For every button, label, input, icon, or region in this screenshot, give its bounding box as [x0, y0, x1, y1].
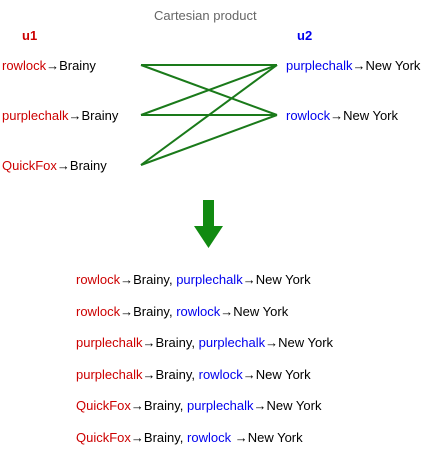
user-name: rowlock: [176, 304, 221, 319]
diagram-title: Cartesian product: [154, 8, 257, 23]
separator: ,: [191, 335, 199, 350]
arrow-glyph: →: [242, 367, 256, 382]
link-quickfox-to-rowlock: [140, 114, 278, 166]
result-row: purplechalk→Brainy, purplechalk→New York: [76, 335, 333, 351]
place-name: New York: [233, 304, 289, 319]
link-purplechalk-to-purplechalk: [140, 64, 278, 116]
place-name: Brainy: [81, 108, 119, 123]
place-name: New York: [247, 430, 303, 445]
result-row: rowlock→Brainy, rowlock→New York: [76, 304, 288, 320]
separator: ,: [191, 367, 199, 382]
arrow-glyph: →: [130, 430, 144, 445]
user-name: rowlock: [286, 108, 331, 123]
arrow-glyph: →: [120, 304, 134, 319]
result-row: QuickFox→Brainy, purplechalk→New York: [76, 398, 321, 414]
result-row: rowlock→Brainy, purplechalk→New York: [76, 272, 311, 288]
place-name: Brainy: [133, 304, 169, 319]
arrow-glyph: →: [330, 108, 344, 123]
place-name: New York: [255, 367, 311, 382]
place-name: New York: [365, 58, 421, 73]
user-name: rowlock: [76, 304, 121, 319]
down-arrow-icon: [194, 200, 223, 248]
user-name: QuickFox: [76, 430, 131, 445]
arrow-glyph: →: [130, 398, 144, 413]
user-name: rowlock: [76, 272, 121, 287]
separator: ,: [179, 430, 188, 445]
arrow-glyph: →: [352, 58, 366, 73]
user-name: purplechalk: [198, 335, 266, 350]
arrow-glyph: →: [142, 367, 156, 382]
u1-item: rowlock→Brainy: [2, 58, 96, 74]
user-name: purplechalk: [76, 367, 143, 382]
u2-item: purplechalk→New York: [286, 58, 420, 74]
separator: ,: [179, 398, 188, 413]
result-row: QuickFox→Brainy, rowlock →New York: [76, 430, 303, 446]
place-name: Brainy: [143, 398, 180, 413]
arrow-glyph: →: [142, 335, 156, 350]
place-name: New York: [278, 335, 334, 350]
arrow-glyph: →: [242, 272, 256, 287]
user-name: purplechalk: [187, 398, 254, 413]
arrow-glyph: →: [234, 430, 248, 445]
user-name: QuickFox: [2, 158, 57, 173]
arrow-glyph: →: [56, 158, 70, 173]
arrow-glyph: →: [68, 108, 82, 123]
place-name: Brainy: [133, 272, 169, 287]
result-row: purplechalk→Brainy, rowlock→New York: [76, 367, 311, 383]
arrow-glyph: →: [220, 304, 234, 319]
user-name: rowlock: [187, 430, 235, 445]
place-name: Brainy: [155, 335, 192, 350]
place-name: Brainy: [155, 367, 192, 382]
arrow-glyph: →: [265, 335, 279, 350]
u2-heading: u2: [297, 28, 313, 43]
place-name: New York: [255, 272, 311, 287]
place-name: New York: [343, 108, 398, 123]
user-name: rowlock: [198, 367, 243, 382]
user-name: QuickFox: [76, 398, 131, 413]
place-name: Brainy: [59, 58, 96, 73]
u1-item: purplechalk→Brainy: [2, 108, 118, 124]
u2-item: rowlock→New York: [286, 108, 398, 124]
u1-item: QuickFox→Brainy: [2, 158, 107, 174]
user-name: purplechalk: [76, 335, 143, 350]
user-name: purplechalk: [176, 272, 243, 287]
place-name: New York: [266, 398, 322, 413]
u1-heading: u1: [22, 28, 38, 43]
arrow-glyph: →: [46, 58, 60, 73]
link-quickfox-to-purplechalk: [140, 64, 278, 166]
separator: ,: [168, 304, 177, 319]
place-name: Brainy: [69, 158, 107, 173]
place-name: Brainy: [143, 430, 180, 445]
user-name: purplechalk: [286, 58, 353, 73]
arrow-glyph: →: [120, 272, 134, 287]
separator: ,: [168, 272, 177, 287]
user-name: purplechalk: [2, 108, 69, 123]
user-name: rowlock: [2, 58, 47, 73]
arrow-glyph: →: [253, 398, 267, 413]
